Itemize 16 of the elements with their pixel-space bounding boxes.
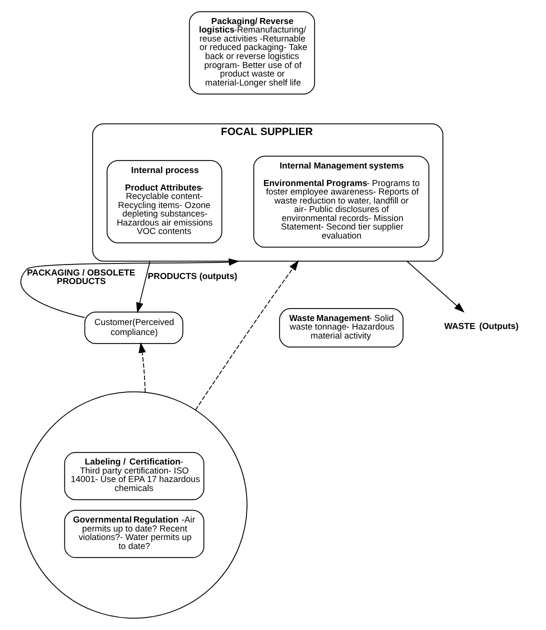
edge-label: PACKAGING / OBSOLETE PRODUCTS	[26, 267, 135, 286]
node-text: Labeling / Certification- Third party certification- ISO 14001- Use of EPA 17 hazardous chemicals	[70, 456, 200, 493]
arrow	[136, 260, 150, 314]
arrow	[194, 260, 298, 410]
arrow	[406, 260, 464, 313]
edge-label: PRODUCTS (outputs)	[147, 271, 237, 282]
arrow	[138, 342, 146, 393]
node-text: WASTE (Outputs)	[444, 321, 518, 332]
node-text: Governmental Regulation -Air permits up to date? Recent violations?- Water permits up to date?	[72, 514, 195, 551]
node-box: Waste Management- Solid waste tonnage- Hazardous material activity	[278, 308, 403, 348]
node-box: Customer(Perceived compliance)	[84, 312, 183, 344]
node-box: Internal process Product Attributes- Recyclable content- Recycling items- Ozone depleting substances- Hazardous air emissions VOC contents	[106, 160, 222, 244]
node-box: Internal Management systems Environmental Programs- Programs to foster employee awareness- Reports of waste reduction to water, landfill or air- Public disclosures of environmental records- Mission Statement- Second tier supplier evaluation	[252, 156, 429, 248]
arrow	[20, 258, 239, 318]
node-box: Packaging/ Reverse logistics-Remanufacturing/ reuse activities -Returnable or reduced packaging- Take back or reverse logistics program- Better use of of product waste or material-Longer shelf life	[188, 11, 315, 94]
cluster	[20, 391, 247, 619]
